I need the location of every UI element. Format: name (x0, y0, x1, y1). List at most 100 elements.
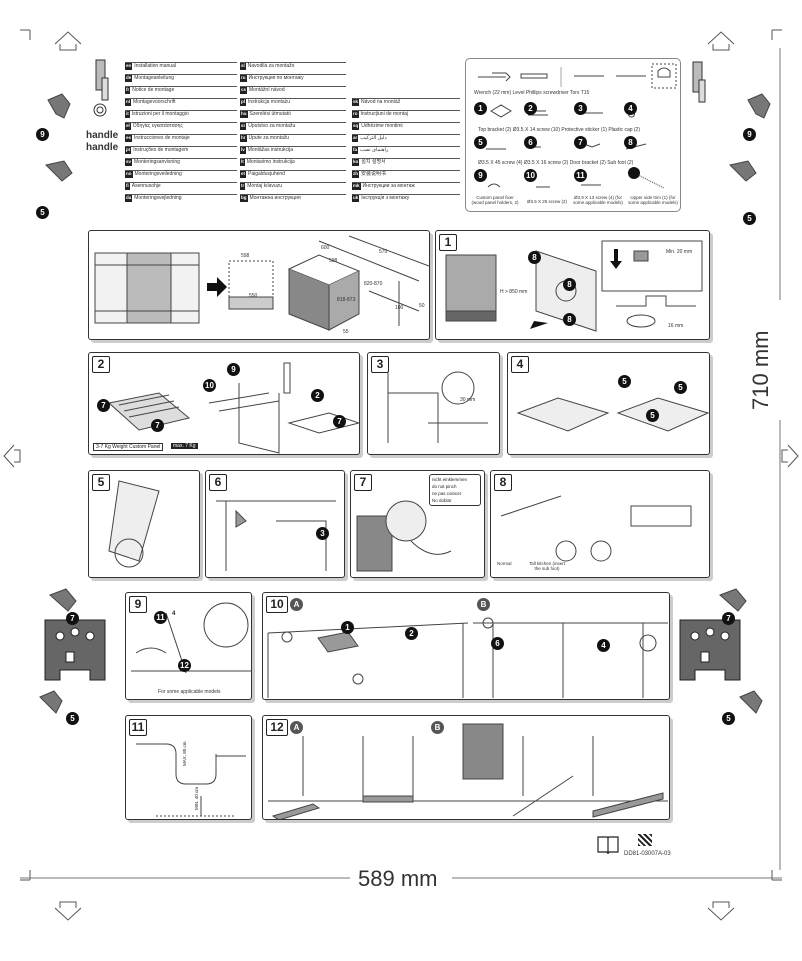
sub-step-badge: A (290, 598, 303, 611)
step-11-panel: 11 MAX. 80 cm MIN. 40 cm (125, 715, 252, 820)
step-number: 10 (266, 596, 288, 613)
step-6-panel: 6 3 (205, 470, 345, 578)
height-dimension: 710 mm (748, 330, 773, 410)
callout-badge: 5 (66, 712, 79, 725)
brand-label: handlehandle (86, 130, 119, 153)
callout-badge: 7 (66, 612, 79, 625)
overview-panel: 600 570 598 820-870 818-873 100 50 55 55… (88, 230, 430, 340)
callout-badge: 7 (97, 399, 110, 412)
height-label: H > 850 mm (500, 289, 528, 295)
callout-badge: 8 (563, 313, 576, 326)
dim-label: 818-873 (337, 297, 356, 303)
step-5-panel: 5 (88, 470, 200, 578)
part-number-badge: 8 (624, 136, 637, 149)
callout-badge: 7 (722, 612, 735, 625)
part-number-badge: 4 (624, 102, 637, 115)
sub-step-badge: B (477, 598, 490, 611)
parts-list: Wrench (22 mm) Level Phillips screwdrive… (465, 58, 681, 212)
sub-step-badge: A (290, 721, 303, 734)
part-number-badge: 7 (574, 136, 587, 149)
step-10-panel: 10 A B 1 2 6 4 (262, 592, 670, 700)
width-dimension: 589 mm (356, 866, 440, 892)
dim-label: 100 (395, 305, 404, 311)
caption: Normal (497, 561, 512, 566)
step-4-panel: 4 5 5 5 (507, 352, 710, 455)
dim-label: 600 (321, 245, 330, 251)
step-number: 3 (371, 356, 389, 373)
step-12-panel: 12 A B (262, 715, 670, 820)
callout-badge: 6 (491, 637, 504, 650)
note: ne pas coincer (432, 491, 462, 496)
callout-badge: 1 (341, 621, 354, 634)
step-number: 5 (92, 474, 110, 491)
callout-badge: 8 (563, 278, 576, 291)
callout-badge: 3 (316, 527, 329, 540)
part-number-badge: 3 (574, 102, 587, 115)
note: nicht einklemmen (432, 477, 468, 482)
part-number-badge: 11 (574, 169, 587, 182)
dim-label: 50 (419, 303, 425, 309)
dim-label: MAX. 80 cm (182, 741, 187, 766)
step-number: 12 (266, 719, 288, 736)
part-number-badge: 2 (524, 102, 537, 115)
callout-badge: 9 (36, 128, 49, 141)
parts-row1-caption: Top bracket (2) Ø3.5 X 14 screw (10) Pro… (478, 127, 640, 133)
step-number: 8 (494, 474, 512, 491)
callout-badge: 11 (154, 611, 167, 624)
part-label: Ø3.9 X 13 screw (4) (for some applicable… (573, 195, 623, 205)
callout-badge: 5 (722, 712, 735, 725)
parts-row2-caption: Ø3.5 X 45 screw (4) Ø3.5 X 16 screw (2) … (478, 160, 634, 166)
caption: For some applicable models (158, 689, 221, 695)
note: No doblar (432, 498, 452, 503)
weight-label: 3-7 Kg Weight Custom Panel (93, 443, 164, 451)
dim-label: 598 (241, 253, 250, 259)
tools-caption: Wrench (22 mm) Level Phillips screwdrive… (474, 90, 590, 96)
callout-badge: 5 (743, 212, 756, 225)
step-7-panel: 7 nicht einklemmen do not pinch ne pas c… (350, 470, 485, 578)
part-number-badge: 6 (524, 136, 537, 149)
callout-badge: 5 (674, 381, 687, 394)
part-label: Custom panel fixer (wood panel holders, … (471, 195, 519, 205)
min-label: Min. 20 mm (666, 249, 693, 255)
callout-badge: 9 (227, 363, 240, 376)
caution-notes: nicht einklemmen do not pinch ne pas coi… (429, 474, 481, 506)
caption: Tall kitchen (insert the sub foot) (528, 561, 565, 571)
wrench-size-label: 16 mm (668, 323, 684, 329)
dim-label: 598 (329, 258, 338, 264)
callout-badge: 8 (528, 251, 541, 264)
part-number-badge: 1 (474, 102, 487, 115)
part-label: Upper side trim (1) (for some applicable… (628, 195, 678, 205)
step-number: 1 (439, 234, 457, 251)
callout-badge: 4 (597, 639, 610, 652)
part-number-badge: 9 (474, 169, 487, 182)
step-number: 11 (129, 719, 147, 736)
callout-badge: 2 (311, 389, 324, 402)
callout-badge: 7 (151, 419, 164, 432)
step-2-panel: 2 3-7 Kg Weight Custom Panel max. 7 Kg 7… (88, 352, 360, 455)
dim-label: 550 (249, 293, 258, 299)
